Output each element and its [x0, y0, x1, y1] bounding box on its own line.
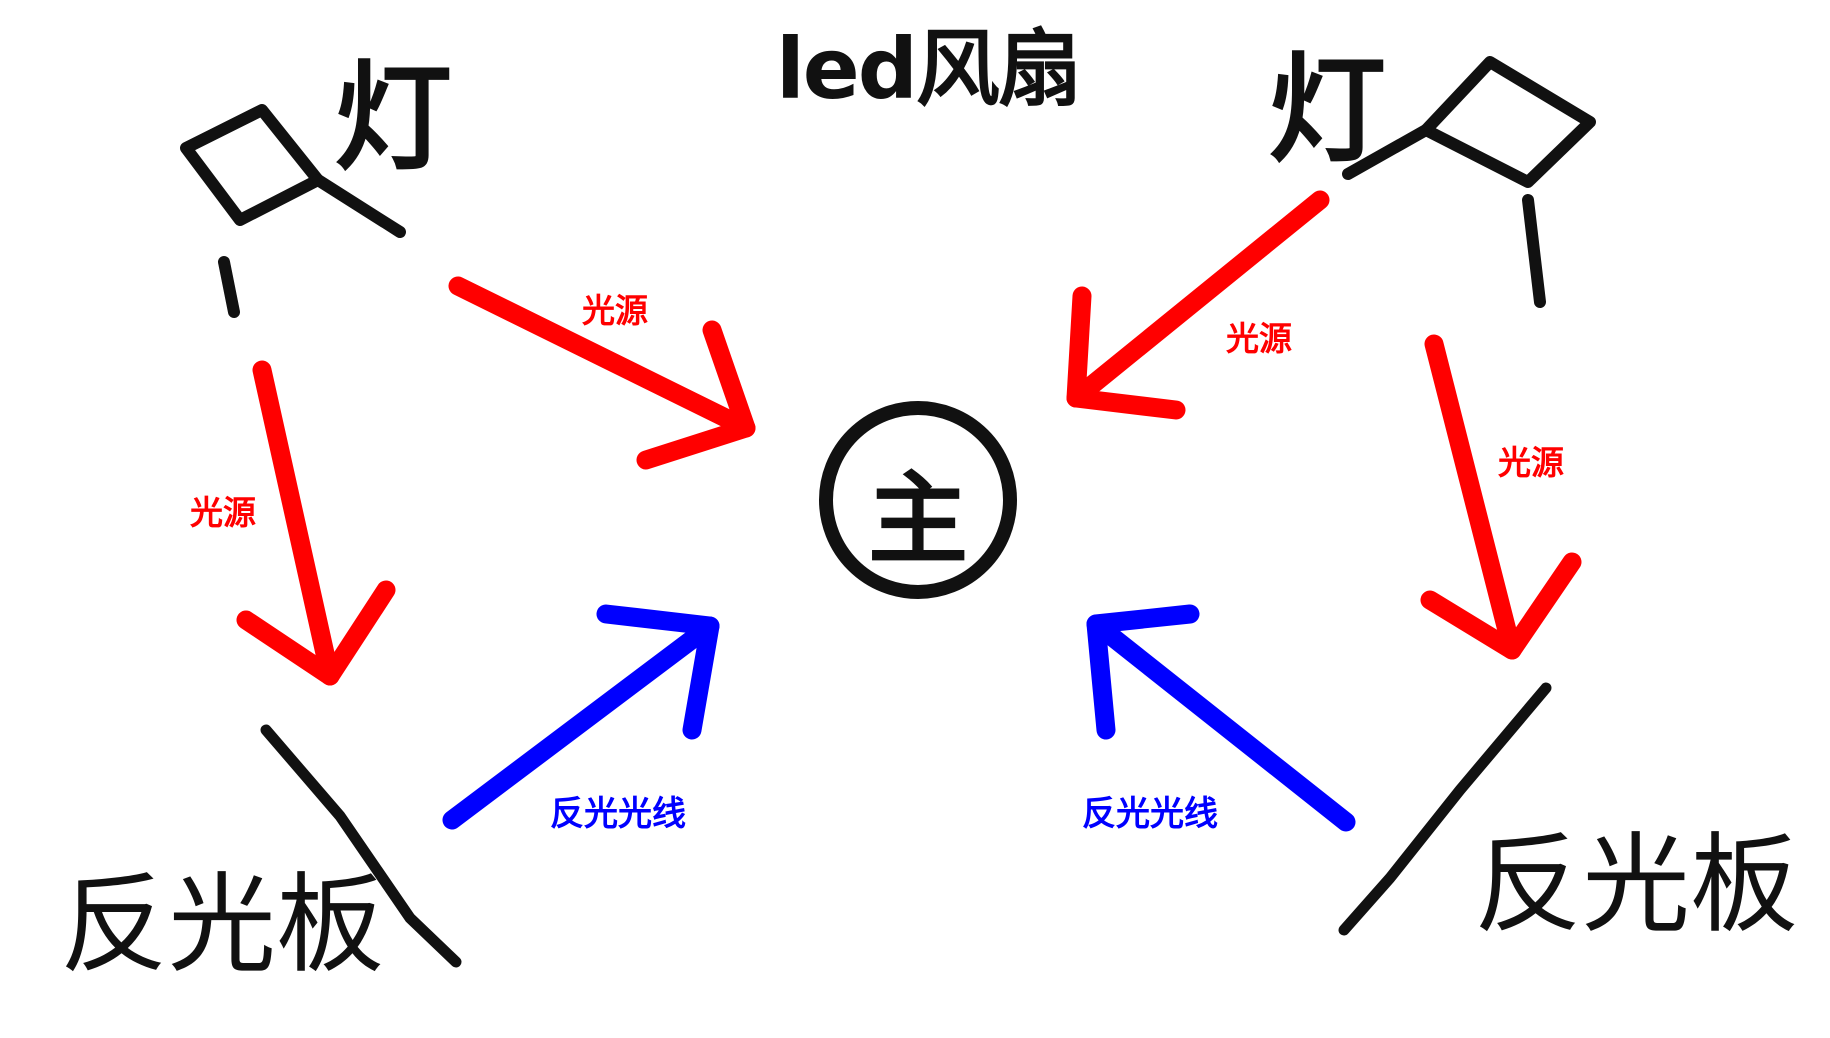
page-title: led风扇	[776, 20, 1082, 118]
light-source-arrow	[236, 360, 396, 686]
subject-circle	[819, 401, 1017, 599]
light-source-arrow	[448, 276, 756, 470]
right-reflector-label: 反光板	[1474, 823, 1799, 948]
light-source-label: 光源	[582, 291, 648, 330]
subject-label: 主	[868, 461, 968, 578]
right-reflector-board	[1338, 682, 1552, 936]
right-lamp-label: 灯	[1268, 41, 1387, 179]
left-reflector-board	[260, 724, 462, 968]
light-source-label: 光源	[1226, 319, 1292, 358]
reflected-light-arrow	[1086, 604, 1356, 832]
left-reflector-label: 反光板	[60, 863, 385, 988]
right-lamp-icon	[1342, 56, 1596, 308]
left-lamp-label: 灯	[334, 49, 453, 187]
light-source-label: 光源	[1498, 443, 1564, 482]
light-source-arrow	[1420, 334, 1582, 660]
reflected-light-label: 反光光线	[550, 794, 686, 834]
light-source-arrow	[1066, 190, 1330, 420]
left-lamp-icon	[180, 104, 406, 318]
reflected-light-label: 反光光线	[1082, 794, 1218, 834]
light-source-label: 光源	[190, 493, 256, 532]
reflected-light-arrow	[442, 604, 720, 830]
